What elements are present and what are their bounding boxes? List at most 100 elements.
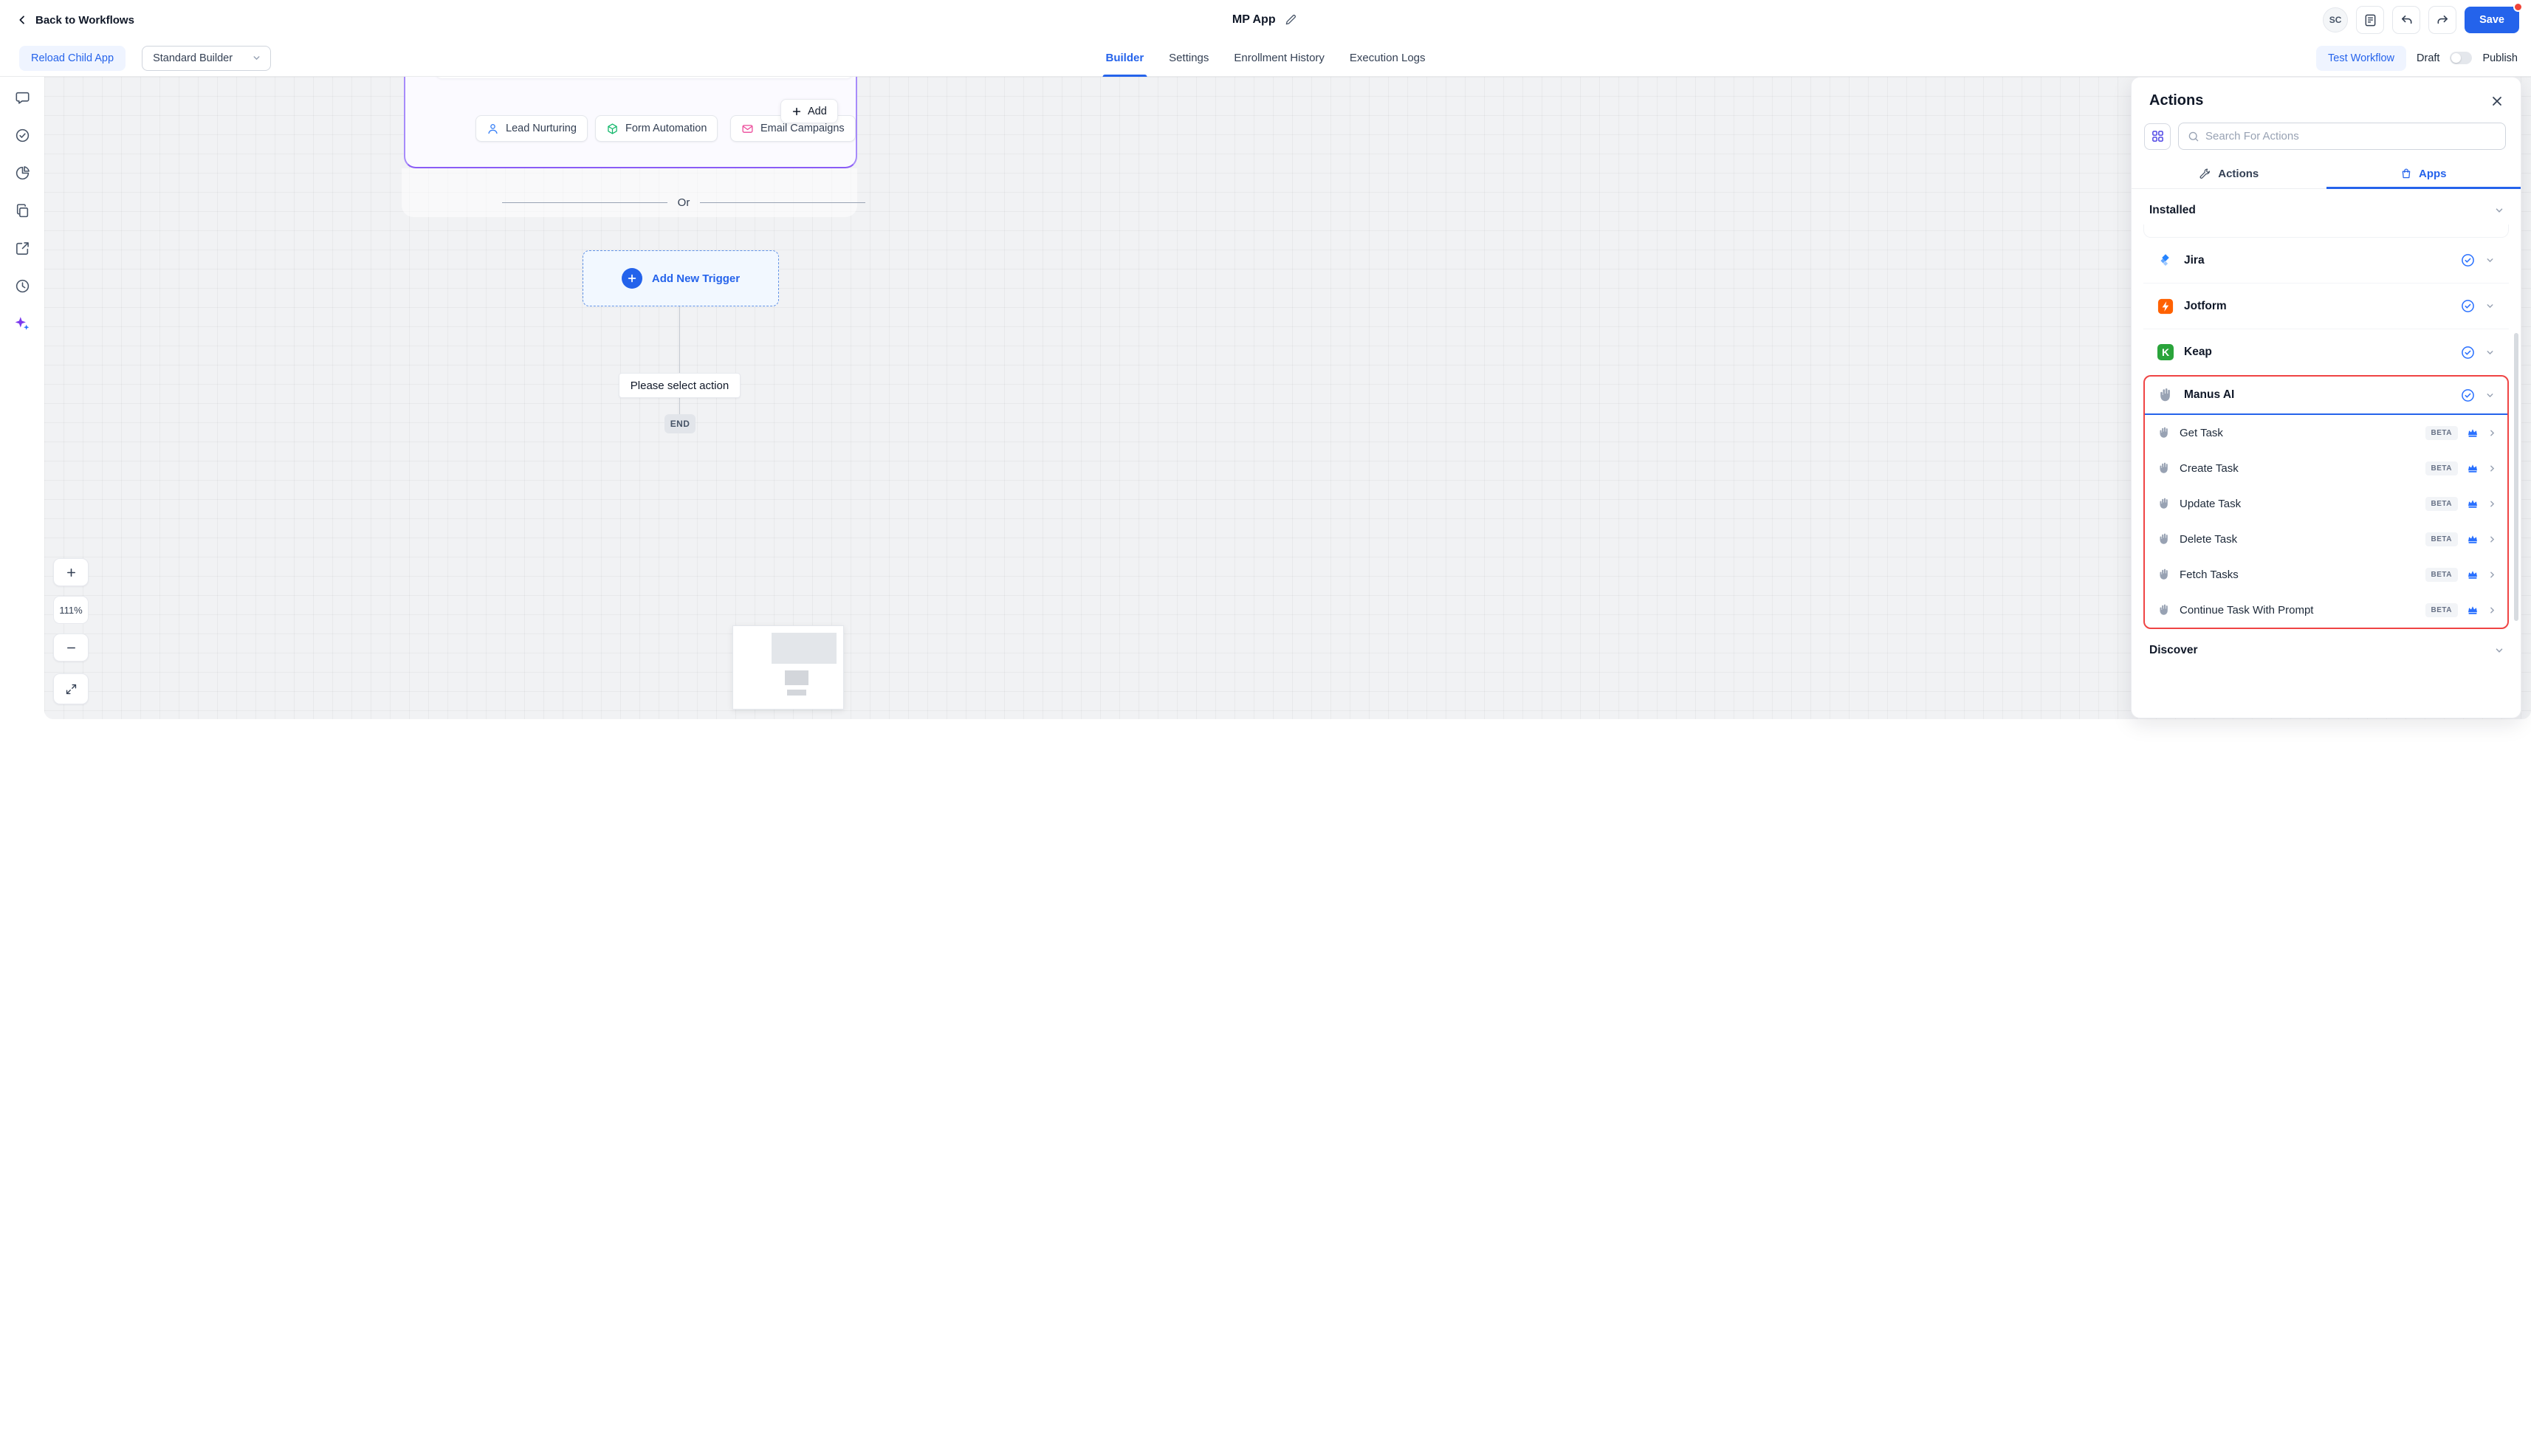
minimap[interactable] (732, 625, 844, 710)
copy-pages-icon (15, 203, 30, 219)
ai-assistant-button[interactable] (13, 315, 31, 332)
chevron-down-icon (2494, 205, 2504, 216)
save-button[interactable]: Save (2465, 7, 2519, 33)
trigger-node-card[interactable] (435, 77, 854, 78)
action-item-delete-task[interactable]: Delete Task BETA (2145, 521, 2507, 557)
chevron-right-icon (2487, 570, 2497, 580)
plus-circle-icon (621, 268, 642, 289)
chevron-down-icon (2485, 255, 2495, 265)
zoom-in-button[interactable] (53, 558, 89, 586)
expand-discover-button[interactable] (2494, 645, 2504, 656)
grid-icon (2151, 130, 2164, 142)
avatar[interactable]: SC (2323, 7, 2349, 32)
app-row-keap[interactable]: K Keap (2143, 329, 2509, 375)
pages-button[interactable] (13, 202, 31, 219)
check-circle-icon (15, 128, 30, 143)
builder-mode-value: Standard Builder (153, 52, 233, 64)
filter-lead-nurturing[interactable]: Lead Nurturing (475, 115, 588, 142)
panel-scroll-area[interactable]: Installed Jira (2132, 189, 2521, 718)
add-filter-button[interactable]: Add (780, 99, 838, 123)
action-item-continue-task-with-prompt[interactable]: Continue Task With Prompt BETA (2145, 592, 2507, 628)
stats-button[interactable] (13, 164, 31, 182)
beta-badge: BETA (2425, 461, 2458, 475)
save-label: Save (2479, 14, 2504, 26)
plus-icon (66, 567, 77, 578)
trigger-group-container: Lead Nurturing Form Automation Email Cam… (404, 77, 857, 168)
manus-logo-icon (2157, 532, 2171, 546)
search-actions-input[interactable] (2205, 130, 2496, 142)
builder-mode-select[interactable]: Standard Builder (142, 45, 272, 71)
zoom-out-button[interactable] (53, 633, 89, 662)
chevron-down-icon (252, 53, 261, 63)
category-grid-button[interactable] (2144, 123, 2171, 150)
tab-execution-logs[interactable]: Execution Logs (1349, 52, 1426, 64)
main-area: Lead Nurturing Form Automation Email Cam… (0, 77, 2531, 728)
comment-icon (15, 90, 30, 106)
chevron-down-icon (2494, 645, 2504, 656)
edit-title-button[interactable] (1285, 14, 1297, 26)
action-item-update-task[interactable]: Update Task BETA (2145, 486, 2507, 521)
validation-button[interactable] (13, 126, 31, 144)
publish-toggle[interactable] (2450, 52, 2473, 64)
undo-button[interactable] (2392, 6, 2421, 34)
chevron-right-icon (2487, 499, 2497, 509)
installed-app-list: Jira Jotform (2143, 238, 2509, 375)
premium-icon (2467, 533, 2479, 545)
tab-enrollment-history[interactable]: Enrollment History (1234, 52, 1325, 64)
action-item-get-task[interactable]: Get Task BETA (2145, 415, 2507, 450)
back-to-workflows-button[interactable]: Back to Workflows (16, 14, 134, 27)
tools-icon (2199, 168, 2211, 180)
panel-scrollbar[interactable] (2514, 333, 2518, 621)
action-item-create-task[interactable]: Create Task BETA (2145, 450, 2507, 486)
notification-dot (2513, 2, 2523, 12)
verified-check-icon (2461, 388, 2475, 402)
app-row-jira[interactable]: Jira (2143, 238, 2509, 284)
collapse-app-button[interactable] (2485, 391, 2495, 400)
tab-settings[interactable]: Settings (1169, 52, 1209, 64)
action-item-fetch-tasks[interactable]: Fetch Tasks BETA (2145, 557, 2507, 592)
chevron-right-icon (2487, 605, 2497, 615)
manus-logo-icon (2157, 461, 2171, 475)
redo-button[interactable] (2428, 6, 2457, 34)
collapse-installed-button[interactable] (2494, 205, 2504, 216)
workflow-form-button[interactable] (2356, 6, 2385, 34)
workflow-canvas[interactable]: Lead Nurturing Form Automation Email Cam… (44, 77, 2531, 719)
filter-form-automation[interactable]: Form Automation (595, 115, 718, 142)
verified-check-icon (2461, 346, 2475, 360)
beta-badge: BETA (2425, 567, 2458, 582)
beta-badge: BETA (2425, 532, 2458, 546)
tab-builder[interactable]: Builder (1102, 40, 1147, 77)
app-row-jotform[interactable]: Jotform (2143, 284, 2509, 329)
chevron-left-icon (16, 14, 28, 26)
app-row-manus-ai[interactable]: Manus AI (2145, 377, 2507, 415)
premium-icon (2467, 498, 2479, 509)
fit-view-button[interactable] (53, 673, 89, 704)
reload-child-app-button[interactable]: Reload Child App (19, 45, 126, 71)
panel-title: Actions (2149, 92, 2204, 109)
close-icon (2490, 94, 2504, 109)
undo-icon (2400, 13, 2414, 27)
clipped-app-row (2143, 224, 2509, 238)
search-box (2178, 123, 2506, 150)
panel-tab-apps[interactable]: Apps (2326, 159, 2521, 189)
minimap-node (772, 633, 837, 664)
expand-app-button[interactable] (2485, 348, 2495, 357)
comments-button[interactable] (13, 89, 31, 106)
workflow-title: MP App (1232, 13, 1276, 26)
beta-badge: BETA (2425, 496, 2458, 511)
avatar-initials: SC (2329, 15, 2342, 25)
history-button[interactable] (13, 277, 31, 295)
expand-app-button[interactable] (2485, 255, 2495, 265)
external-link-button[interactable] (13, 239, 31, 257)
close-panel-button[interactable] (2490, 94, 2504, 109)
add-new-trigger-button[interactable]: Add New Trigger (583, 250, 779, 306)
select-action-node[interactable]: Please select action (619, 373, 741, 398)
panel-tab-actions[interactable]: Actions (2132, 159, 2326, 188)
test-workflow-button[interactable]: Test Workflow (2316, 45, 2407, 71)
jira-logo-icon (2157, 253, 2174, 269)
expand-app-button[interactable] (2485, 301, 2495, 311)
draft-label: Draft (2417, 52, 2440, 64)
divider-line (502, 202, 667, 203)
external-link-icon (15, 241, 30, 256)
discover-section-title: Discover (2149, 644, 2198, 656)
